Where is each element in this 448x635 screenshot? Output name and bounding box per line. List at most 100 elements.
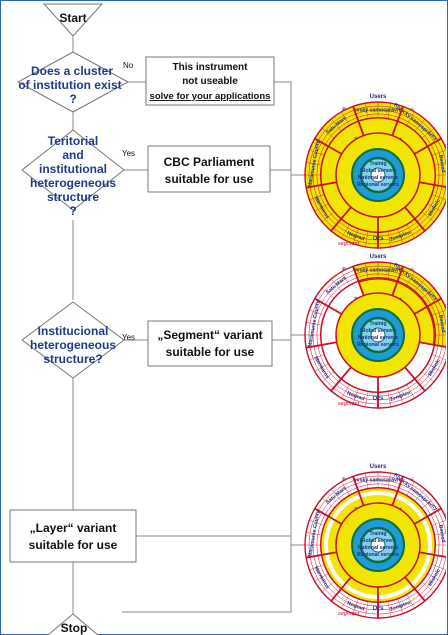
wheel-center-label: Regional servers (357, 182, 399, 188)
wheel-spoke (352, 476, 365, 506)
wheel-grid-spoke (314, 573, 329, 582)
wheel-grid-spoke (314, 203, 329, 212)
wheel-center-label: Global servers (360, 168, 396, 174)
wheel-grid-spoke (406, 224, 415, 239)
wheel-grid-spoke (341, 384, 350, 399)
wheel-grid-spoke (414, 278, 426, 292)
wheel-grid-spoke (365, 103, 369, 119)
wheel-grid-spoke (387, 391, 391, 407)
wheel-grid-spoke (352, 228, 359, 244)
decision-cluster-exist: Does a cluster of institution exist ? No (16, 51, 134, 113)
wheel-sector-label: Nograd (346, 601, 365, 613)
wheel-center-label: Global servers (360, 538, 396, 544)
wheel-spoke (305, 181, 337, 189)
wheel-grid-spoke (330, 488, 342, 502)
wheel-grid-spoke (387, 231, 391, 247)
decision1-line-3: ? (69, 92, 76, 106)
wheel-center-label: Trainig (369, 161, 386, 167)
decision3-line-2: heterogeneous (30, 338, 116, 352)
stop-node: Stop (47, 613, 99, 635)
wheel-core-center (370, 327, 386, 343)
wheel-grid-spoke (406, 594, 415, 609)
decision2-line-4: heterogeneous (30, 176, 116, 190)
wheel-grid-spoke (397, 388, 404, 404)
wheel-bottom-label: segment (338, 401, 360, 407)
wheel-grid-spoke (431, 520, 446, 526)
decision2-line-5: structure (47, 190, 99, 204)
wheel-grid-spoke (406, 481, 415, 496)
box4-line-2: suitable for use (29, 538, 118, 552)
wheel-grid-spoke (341, 111, 350, 126)
box1-line-1: This instrument (172, 62, 248, 73)
wheel-center-label: National servers (358, 175, 398, 181)
wheel-grid-spoke (365, 473, 369, 489)
wheel-grid-spoke (431, 564, 446, 570)
wheel-grid-spoke (314, 363, 329, 372)
wheel-sector-label: Prešovský samosprávny kraj (342, 107, 414, 113)
box-not-useable: This instrument not useable solve for yo… (145, 56, 275, 106)
wheel-grid-spoke (427, 203, 442, 212)
decision2-line-3: institutional (39, 162, 107, 176)
decision3-line-1: Institucional (38, 324, 109, 338)
wheel-top-label: Users (370, 254, 387, 260)
wheel-spoke (305, 551, 337, 559)
wheel-spoke (314, 297, 343, 315)
wheel-grid-spoke (387, 473, 391, 489)
box1-line-2: not useable (182, 76, 238, 87)
start-node: Start (42, 3, 104, 37)
wheel-spoke (352, 106, 365, 136)
wheel-grid-spoke (387, 601, 391, 617)
wheel-grid-spoke (414, 118, 426, 132)
wheel-grid-spoke (365, 601, 369, 617)
wheel-grid-spoke (309, 354, 325, 361)
wheel-grid-spoke (352, 598, 359, 614)
decision2-line-6: ? (69, 204, 76, 218)
wheel-spoke (419, 181, 446, 188)
wheel-center-label: National servers (358, 335, 398, 341)
wheel-grid-spoke (330, 278, 342, 292)
wheel-sector-label: Borsod (437, 314, 446, 333)
box2-line-1: CBC Parliament (164, 155, 255, 169)
wheel-grid-spoke (341, 271, 350, 286)
wheel-sector-label: Nograd (346, 231, 365, 243)
wheel-spoke (391, 266, 404, 296)
wheel-grid-spoke (414, 488, 426, 502)
wheel-grid-spoke (387, 263, 391, 279)
wheel-grid-spoke (321, 581, 335, 593)
decision2-branch-label: Yes (122, 149, 135, 158)
wheel-spoke (352, 266, 365, 296)
wheel-spoke (413, 297, 442, 315)
box2-line-2: suitable for use (165, 172, 254, 186)
wheel-grid-spoke (421, 127, 435, 139)
wheel-grid-spoke (309, 149, 325, 156)
wheel-grid-spoke (309, 194, 325, 201)
wheel-spoke (404, 206, 426, 232)
wheel-grid-spoke (427, 573, 442, 582)
wheel-core-center (370, 167, 386, 183)
wheel-outer-bottom-label: Ozs (372, 236, 384, 242)
wheel-grid-spoke (309, 309, 325, 316)
wheel-grid-spoke (306, 162, 322, 166)
wheel-grid-spoke (306, 322, 322, 326)
wheel-grid-spoke (321, 127, 335, 139)
wheel-sector-label: Borsod (437, 154, 446, 173)
wheel-spoke (404, 366, 426, 392)
wheel-grid-spoke (434, 532, 446, 536)
wheel-grid-spoke (321, 287, 335, 299)
wheel-sector-label: Prešovský samosprávny kraj (342, 267, 414, 273)
wheel-grid-spoke (306, 532, 322, 536)
connector-box1-stop (122, 81, 292, 613)
box-layer-variant: „Layer“ variant suitable for use (9, 509, 137, 563)
wheel-center-label: Regional servers (357, 342, 399, 348)
wheel-bottom-label: segment (338, 611, 360, 617)
wheel-grid-spoke (406, 111, 415, 126)
wheel-grid-spoke (341, 594, 350, 609)
wheel-grid-spoke (352, 388, 359, 404)
wheel-center-label: Global servers (360, 328, 396, 334)
